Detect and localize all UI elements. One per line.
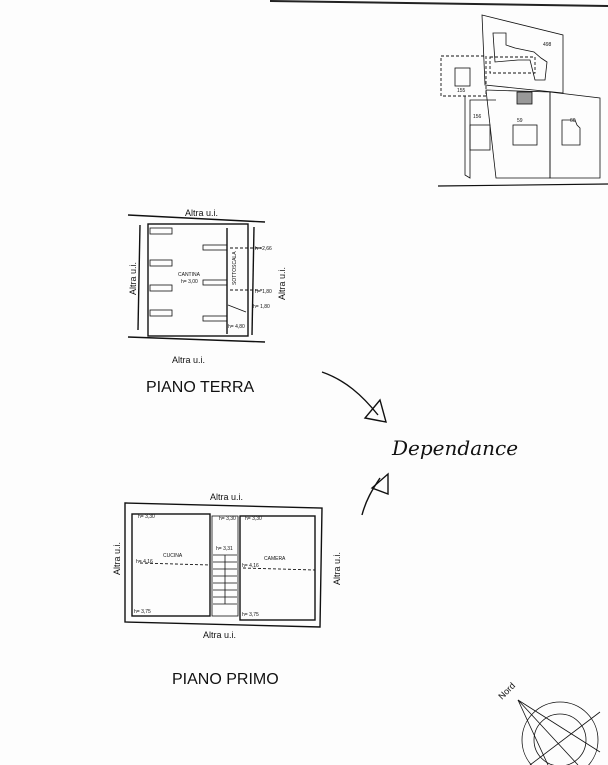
cantina-height: h= 3,00 [181, 279, 198, 285]
room-cantina-label: CANTINA [178, 272, 201, 278]
first-floor-plan: Altra u.i. Altra u.i. Altra u.i. Altra u… [112, 492, 342, 688]
neighbor-right-label: Altra u.i. [277, 267, 287, 300]
stair-mid-height: h= 3,31 [216, 546, 233, 552]
neighbor-bottom-label: Altra u.i. [203, 630, 236, 640]
height-label-2: h= 1,80 [255, 289, 272, 295]
height-label-4: h= 4,80 [228, 324, 245, 330]
sheet-edge [269, 0, 608, 7]
site-plan: 498 155 156 59 60 [437, 14, 608, 187]
neighbor-left-label: Altra u.i. [128, 262, 138, 295]
neighbor-right-label: Altra u.i. [332, 552, 342, 585]
neighbor-top-label: Altra u.i. [185, 208, 218, 218]
handwritten-annotation: Dependance [321, 371, 518, 516]
parcel-155: 155 [457, 88, 466, 94]
height-label-1: h= 2,66 [255, 246, 272, 252]
handwritten-dependance: Dependance [391, 436, 518, 460]
cucina-mid-height: h= 4,16 [136, 559, 153, 565]
room-sottoscala-label: SOTTOSCALA [232, 251, 238, 285]
camera-top-height: h= 3,30 [245, 516, 262, 522]
height-label-3: h= 1,80 [253, 304, 270, 310]
arrow-to-ground-floor [321, 371, 379, 416]
arrow-to-first-floor [361, 477, 381, 516]
ground-floor-title: PIANO TERRA [146, 379, 255, 396]
ground-floor-plan: Altra u.i. Altra u.i. Altra u.i. Altra u… [127, 208, 287, 396]
camera-bottom-height: h= 3,75 [242, 612, 259, 618]
hatched-annex [516, 91, 533, 105]
parcel-156: 156 [473, 114, 482, 120]
staircase [213, 554, 237, 605]
north-compass: Nord [496, 681, 601, 765]
cucina-bottom-height: h= 3,75 [134, 609, 151, 615]
parcel-60: 60 [570, 118, 576, 124]
cucina-top-height: h= 3,30 [138, 514, 155, 520]
compass-nord-label: Nord [496, 681, 517, 702]
neighbor-top-label: Altra u.i. [210, 492, 243, 502]
first-floor-title: PIANO PRIMO [172, 671, 279, 688]
parcel-59: 59 [517, 118, 523, 124]
neighbor-bottom-label: Altra u.i. [172, 355, 205, 365]
room-cucina-label: CUCINA [163, 553, 183, 559]
room-camera-label: CAMERA [264, 556, 286, 562]
stair-top-height: h= 3,30 [219, 516, 236, 522]
neighbor-left-label: Altra u.i. [112, 542, 122, 575]
camera-mid-height: h= 4,16 [242, 563, 259, 569]
parcel-498: 498 [543, 42, 552, 48]
